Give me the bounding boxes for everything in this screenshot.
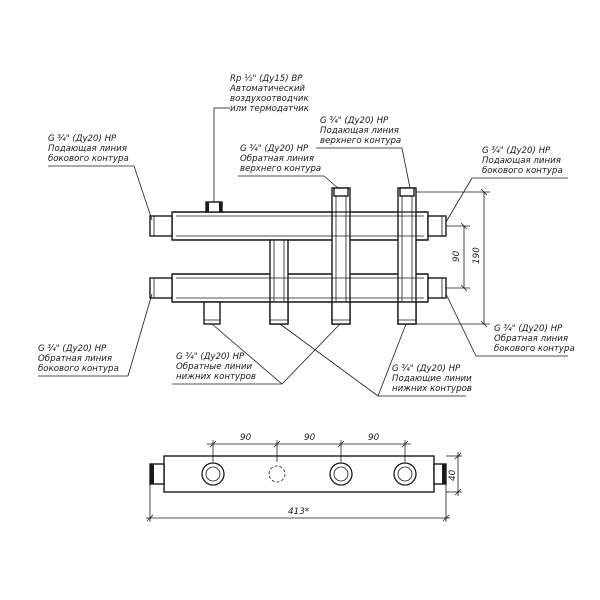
dim-spacing-outer: 190 xyxy=(472,247,482,264)
dim-pitch-3: 90 xyxy=(368,433,380,443)
dim-pitch-2: 90 xyxy=(304,433,316,443)
outlet-circle-1 xyxy=(201,462,225,486)
supply-side-left-label-1: G ¾" (Ду20) НР xyxy=(48,134,117,144)
leader-lines xyxy=(38,107,568,397)
upper-right-nipple xyxy=(427,215,447,237)
return-side-right-label-1: G ¾" (Ду20) НР xyxy=(494,324,563,334)
outlet-circle-4 xyxy=(393,462,417,486)
return-lower-label-2: Обратные линии xyxy=(176,362,252,372)
lower-header-pipe xyxy=(171,273,429,303)
front-dimensions: 90 190 xyxy=(416,188,490,328)
lower-outlet-1 xyxy=(203,301,221,325)
top-nipple-supply xyxy=(399,187,415,197)
labels: Rp ½" (Ду15) ВР Автоматический воздухоот… xyxy=(38,74,575,394)
return-side-left-label-1: G ¾" (Ду20) НР xyxy=(38,344,107,354)
upper-left-nipple xyxy=(149,215,173,237)
supply-upper-label-3: верхнего контура xyxy=(320,136,401,146)
return-lower-label-1: G ¾" (Ду20) НР xyxy=(176,352,245,362)
supply-upper-label-2: Подающая линия xyxy=(320,126,399,136)
return-lower-label-3: нижних контуров xyxy=(176,372,256,382)
lower-outlet-4 xyxy=(397,301,417,325)
dim-height: 40 xyxy=(448,469,458,481)
return-upper-label-2: Обратная линия xyxy=(240,154,314,164)
lower-outlet-3 xyxy=(331,301,351,325)
supply-lower-label-1: G ¾" (Ду20) НР xyxy=(392,364,461,374)
supply-side-right-label-3: бокового контура xyxy=(482,166,563,176)
bottom-dimensions: 90 90 90 40 413* xyxy=(146,433,462,522)
supply-side-right-label-1: G ¾" (Ду20) НР xyxy=(482,146,551,156)
return-upper-label-3: верхнего контура xyxy=(240,164,321,174)
dim-spacing-inner: 90 xyxy=(452,250,462,262)
lower-left-nipple xyxy=(149,277,173,299)
air-vent-label-4: или термодатчик xyxy=(230,104,310,114)
lower-right-nipple xyxy=(427,277,447,299)
air-vent-label-2: Автоматический xyxy=(229,84,305,94)
return-side-right-label-3: бокового контура xyxy=(494,344,575,354)
return-side-left-label-2: Обратная линия xyxy=(38,354,112,364)
supply-side-right-label-2: Подающая линия xyxy=(482,156,561,166)
return-side-right-label-2: Обратная линия xyxy=(494,334,568,344)
outlet-circle-3 xyxy=(329,462,353,486)
air-vent-label-3: воздухоотводчик xyxy=(230,94,309,104)
supply-side-left-label-2: Подающая линия xyxy=(48,144,127,154)
lower-outlet-2 xyxy=(269,301,289,325)
bottom-view-body xyxy=(163,455,435,493)
return-side-left-label-3: бокового контура xyxy=(38,364,119,374)
bottom-view xyxy=(149,455,447,493)
top-nipple-return xyxy=(333,187,349,197)
supply-lower-label-3: нижних контуров xyxy=(392,384,472,394)
outlet-circle-2 xyxy=(268,465,286,483)
supply-upper-label-1: G ¾" (Ду20) НР xyxy=(320,116,389,126)
supply-side-left-label-3: бокового контура xyxy=(48,154,129,164)
dim-length: 413* xyxy=(288,507,310,517)
return-upper-label-1: G ¾" (Ду20) НР xyxy=(240,144,309,154)
dim-pitch-1: 90 xyxy=(240,433,252,443)
supply-lower-label-2: Подающие линии xyxy=(392,374,472,384)
front-view xyxy=(149,187,447,325)
air-vent-label-1: Rp ½" (Ду15) ВР xyxy=(230,74,303,84)
